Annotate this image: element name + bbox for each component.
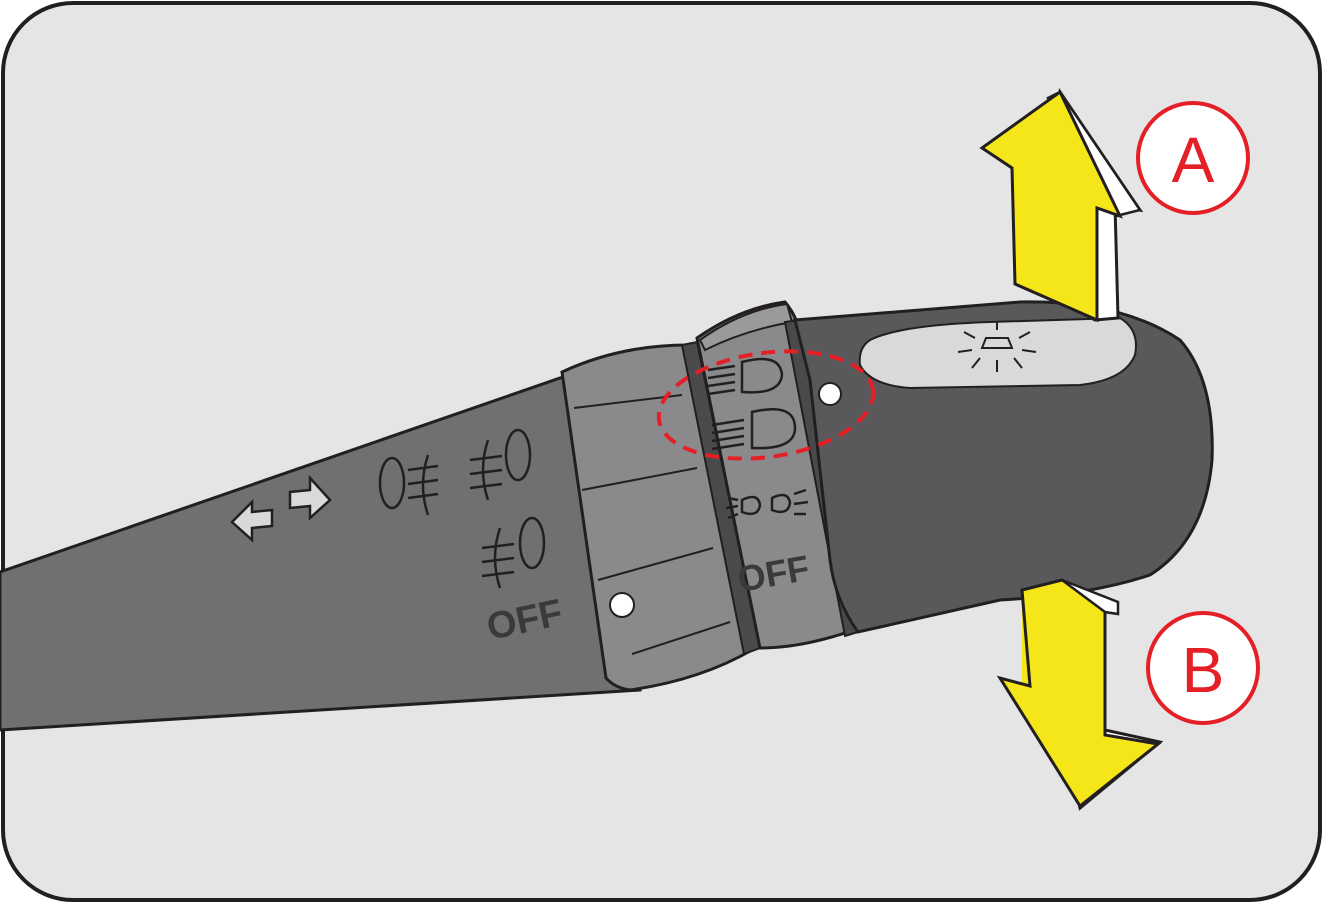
fog-ring-groove <box>597 547 714 581</box>
callout-b: B <box>1146 611 1260 725</box>
callout-a-label: A <box>1172 124 1215 196</box>
fog-ring-groove <box>581 467 698 491</box>
callout-b-label: B <box>1182 634 1225 706</box>
knob-light-band <box>858 316 1137 390</box>
arrow-down-b <box>996 578 1164 811</box>
turn-signal-arrows-icon <box>230 474 332 543</box>
front-fog-lamp-icon <box>378 454 439 516</box>
high-beam-icon <box>707 357 784 396</box>
knob-indicator-dot <box>818 382 842 406</box>
fog-ring-groove <box>631 621 731 655</box>
callout-a: A <box>1136 101 1250 215</box>
parking-lamp-icon <box>725 488 809 520</box>
fog-ring-indicator-dot <box>609 592 635 618</box>
highlight-ellipse <box>656 349 876 461</box>
rear-fog-lamp-icon-lower <box>481 516 546 589</box>
low-beam-icon <box>711 408 797 451</box>
arrow-up-a <box>979 88 1144 323</box>
rear-fog-lamp-icon <box>469 428 532 501</box>
auto-light-icon <box>957 322 1037 372</box>
